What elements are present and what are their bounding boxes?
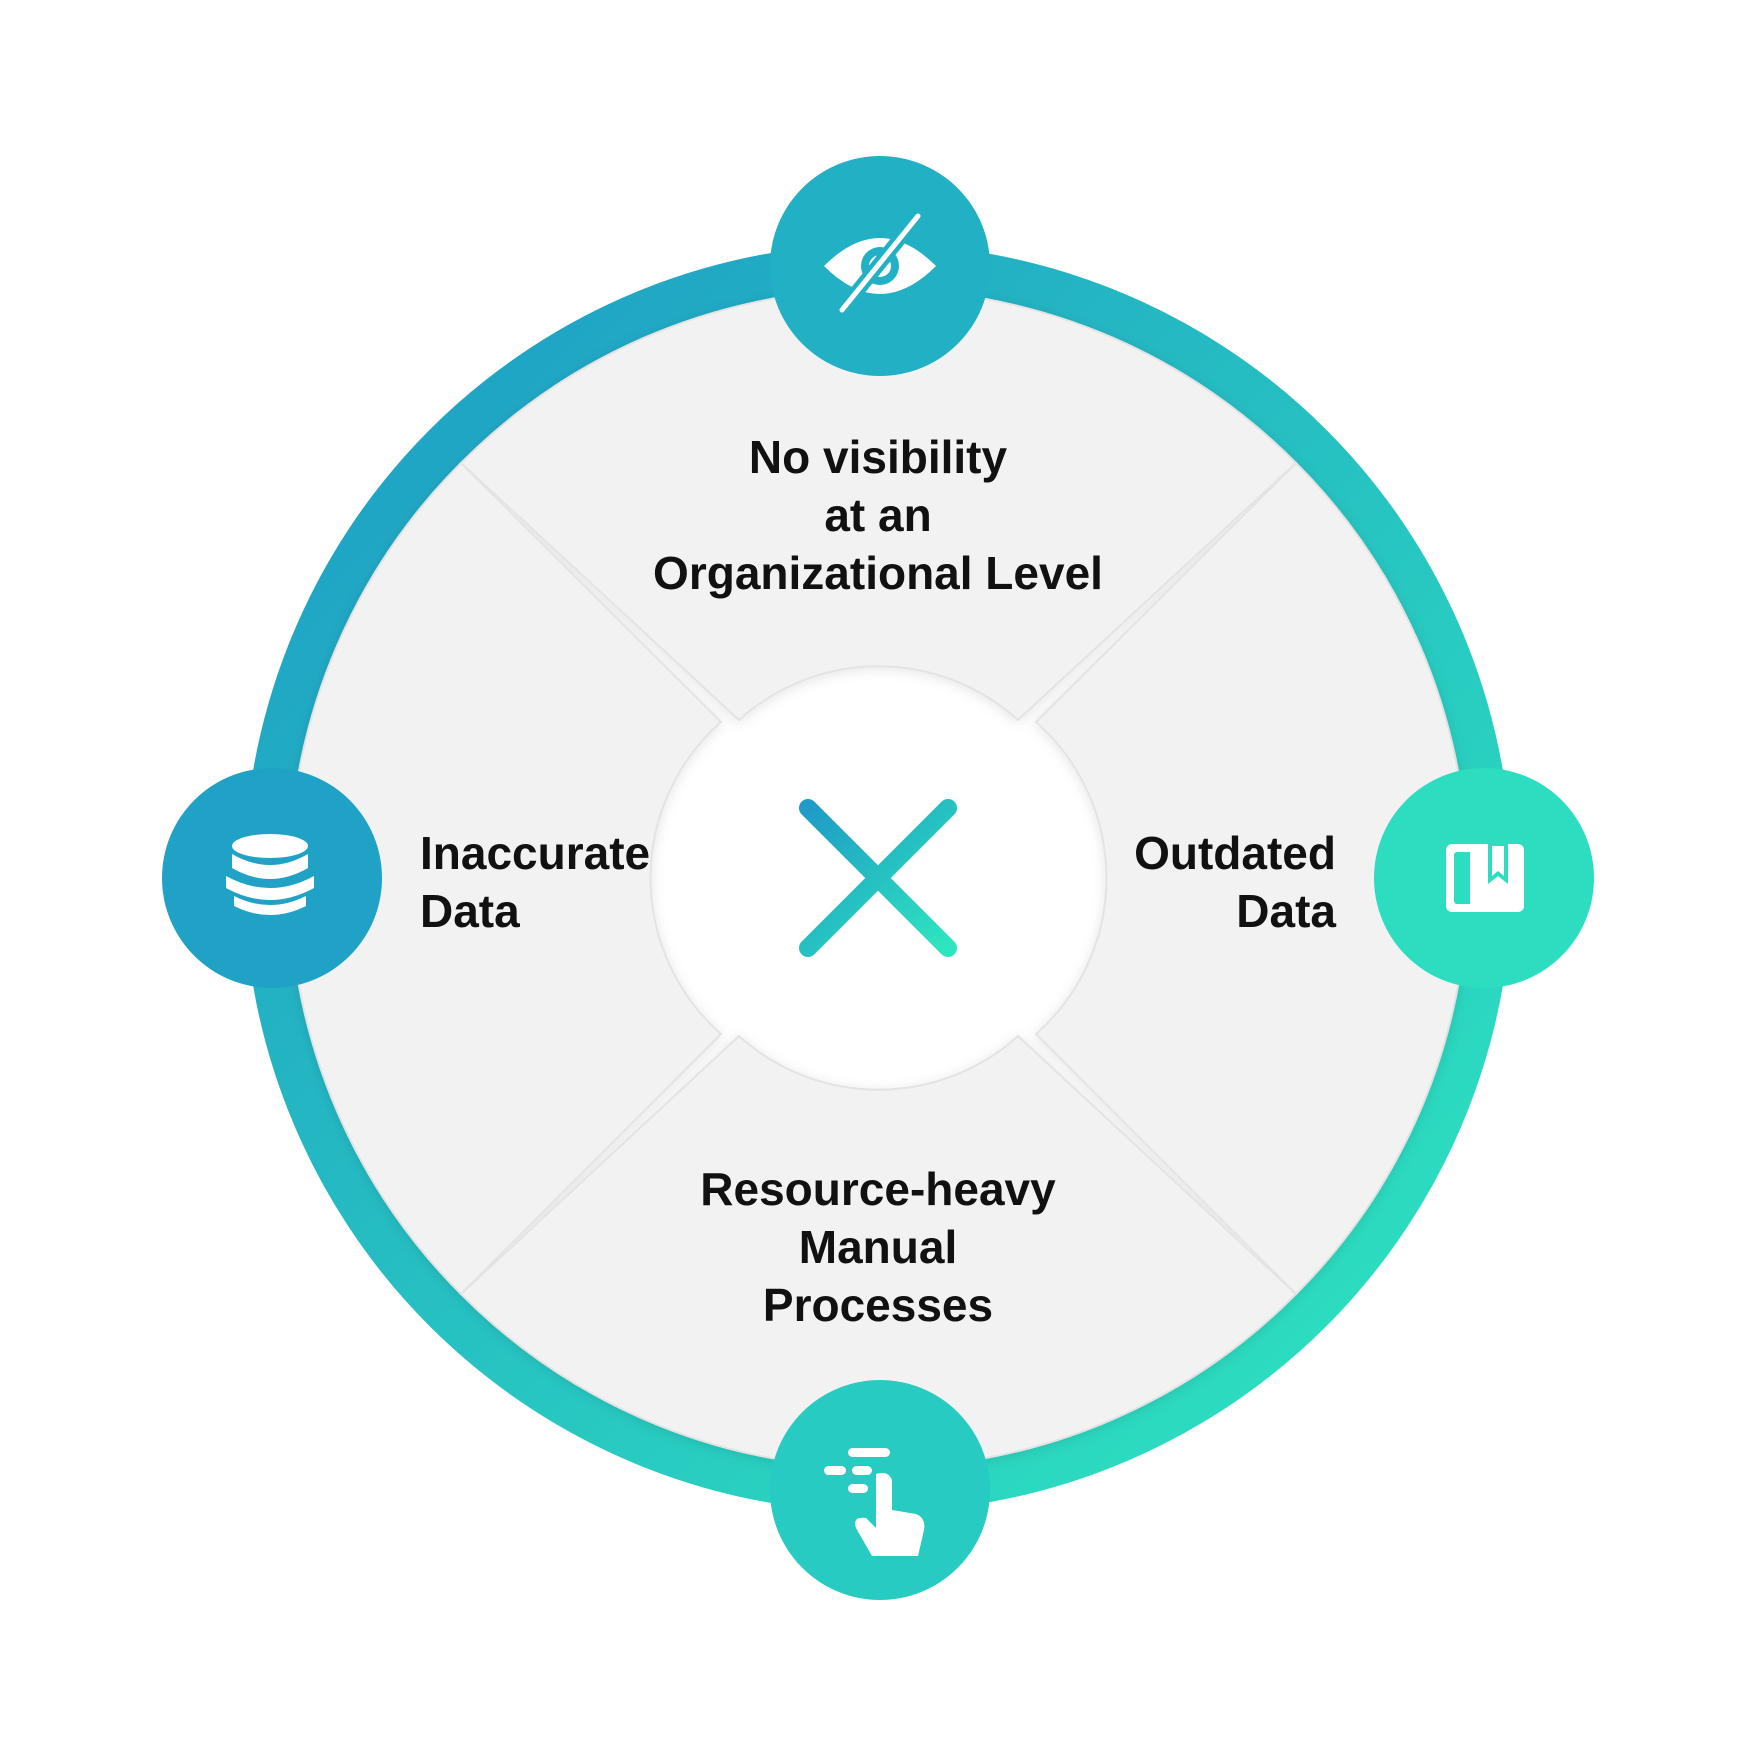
label-no-visibility: No visibility at an Organizational Level (578, 428, 1178, 602)
label-line: No visibility (748, 431, 1008, 483)
label-outdated-data: Outdated Data (1036, 824, 1336, 940)
label-line: Resource-heavy (700, 1163, 1056, 1215)
close-x-icon (799, 799, 957, 957)
badge-top (770, 156, 990, 376)
segment-top (459, 288, 1298, 722)
segment-bottom (459, 1034, 1298, 1469)
database-icon (226, 834, 314, 915)
label-line: Data (420, 885, 520, 937)
label-line: Inaccurate (420, 827, 651, 879)
eye-slash-icon (824, 211, 936, 315)
label-inaccurate-data: Inaccurate Data (420, 824, 720, 940)
label-line: Processes (762, 1279, 994, 1331)
segment-right (1034, 461, 1469, 1296)
label-line: Data (1236, 885, 1336, 937)
badge-left (162, 768, 382, 988)
badge-right (1374, 768, 1594, 988)
label-line: Outdated (1134, 827, 1336, 879)
label-line: Manual (798, 1221, 958, 1273)
quadrant-segments (288, 288, 1469, 1469)
badge-bottom (770, 1380, 990, 1600)
segment-left (288, 461, 723, 1296)
label-line: at an (824, 489, 932, 541)
label-manual-processes: Resource-heavy Manual Processes (578, 1160, 1178, 1334)
tap-pointer-icon (824, 1448, 925, 1556)
bookmark-book-icon (1446, 842, 1524, 912)
label-line: Organizational Level (653, 547, 1103, 599)
